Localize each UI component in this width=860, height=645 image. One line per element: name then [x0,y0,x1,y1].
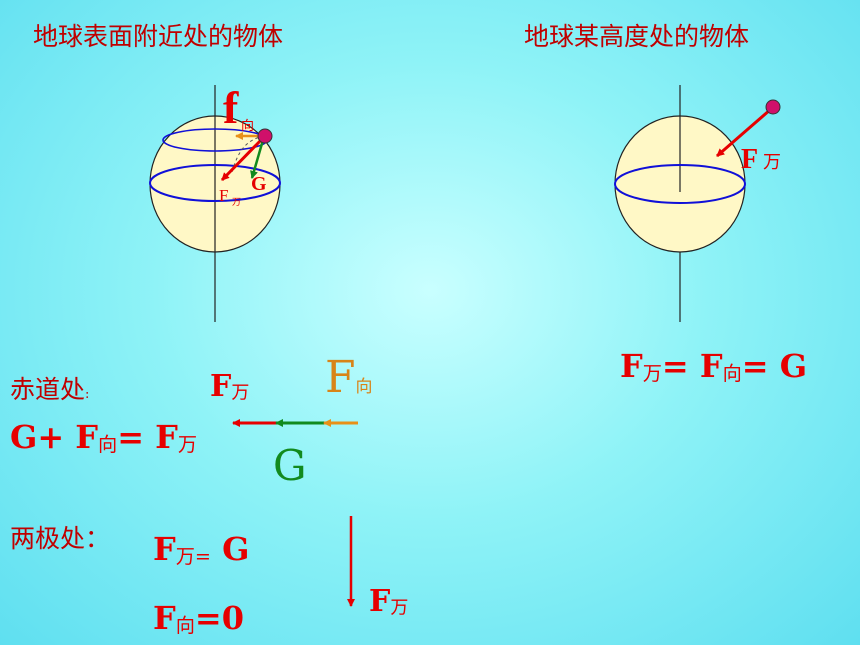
equator-label: 赤道处: [10,375,90,404]
poles-label: 两极处： [10,524,111,553]
right-object-ball [765,99,781,115]
right-equator-ring [614,164,746,204]
left-label-g: G [251,173,267,195]
equator-equation: G+ F向= F万 [10,418,198,456]
left-dashed-guide [231,135,265,173]
poles-equation-2: F向=0 [153,599,244,637]
left-label-F-sub: 万 [232,197,241,207]
right-globe [614,85,781,322]
right-label-F: F [741,144,758,175]
poles-equation-1: F万= G [153,530,250,568]
right-label-F-sub: 万 [763,152,781,172]
equator-g-label: G [273,441,307,490]
right-title: 地球某高度处的物体 [524,22,750,51]
pole-arrow-label: F万 [369,584,409,619]
right-equation: F万= F向= G [620,347,808,385]
right-gravitation-arrow [716,107,772,158]
equator-f-xiang-label: F向 [325,352,373,403]
left-globe [149,85,281,322]
left-gravity-arrow [250,139,265,179]
left-label-f-sub: 向 [241,118,254,133]
equator-f-wan-label: F万 [210,369,250,404]
left-object-ball [257,128,273,144]
left-label-f: f [223,82,239,133]
left-equator-ring [149,164,281,202]
left-gravitation-arrow [220,136,265,182]
left-title: 地球表面附近处的物体 [33,22,284,51]
left-label-F: F [219,186,228,205]
